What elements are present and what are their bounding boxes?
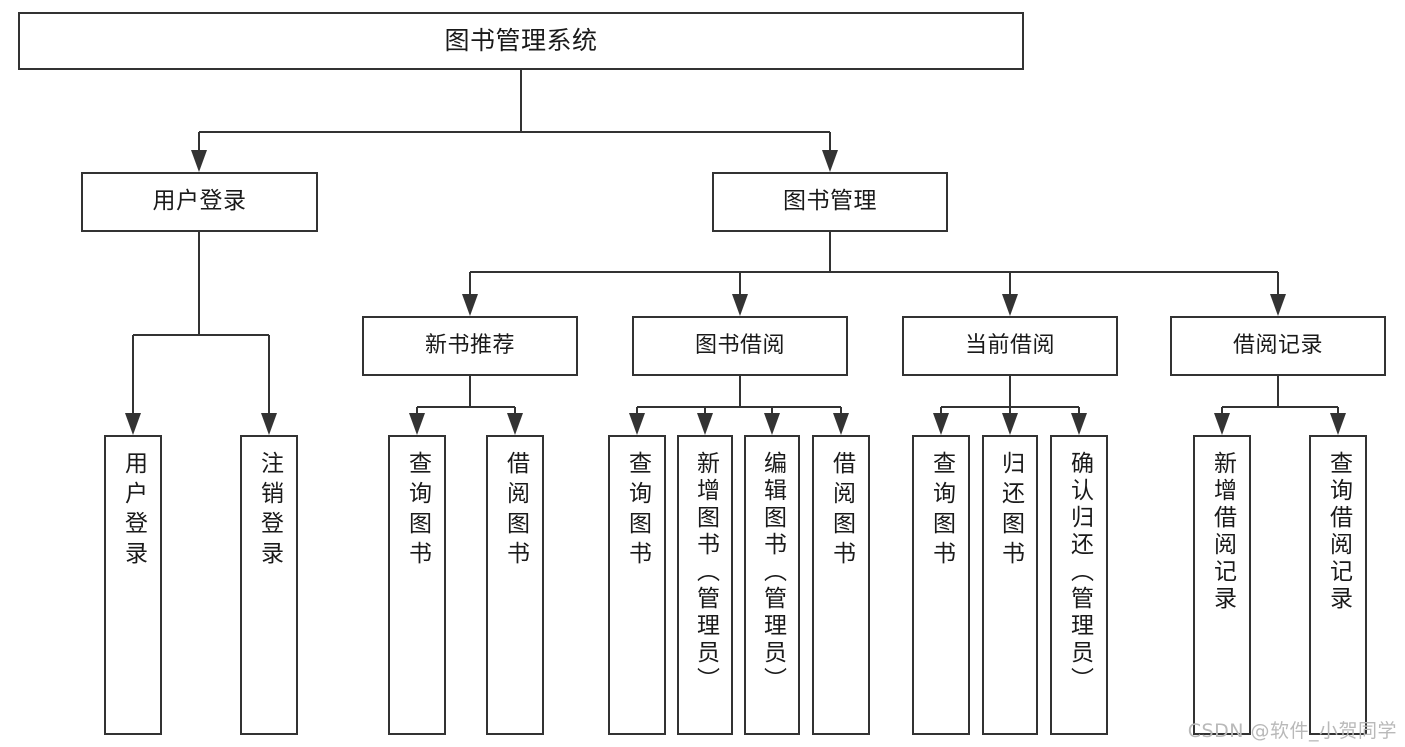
leaf-borrow-book[interactable]: 借阅图书 bbox=[812, 435, 870, 735]
node-root-book-management-system[interactable]: 图书管理系统 bbox=[18, 12, 1024, 70]
node-label: 确认归还（管理员） bbox=[1066, 451, 1093, 694]
node-label: 当前借阅 bbox=[964, 333, 1055, 359]
node-label: 新增借阅记录 bbox=[1209, 451, 1236, 613]
node-current-borrow[interactable]: 当前借阅 bbox=[902, 316, 1118, 376]
node-label: 图书借阅 bbox=[694, 333, 785, 359]
node-label: 图书管理系统 bbox=[444, 26, 598, 56]
node-new-book-recommend[interactable]: 新书推荐 bbox=[362, 316, 578, 376]
leaf-user-login[interactable]: 用户登录 bbox=[104, 435, 162, 735]
leaf-edit-book-admin[interactable]: 编辑图书（管理员） bbox=[744, 435, 800, 735]
node-label: 查询借阅记录 bbox=[1325, 451, 1352, 613]
node-user-login[interactable]: 用户登录 bbox=[81, 172, 318, 232]
leaf-query-book-current[interactable]: 查询图书 bbox=[912, 435, 970, 735]
node-label: 新书推荐 bbox=[424, 333, 515, 359]
leaf-return-book[interactable]: 归还图书 bbox=[982, 435, 1038, 735]
node-borrow-record[interactable]: 借阅记录 bbox=[1170, 316, 1386, 376]
leaf-query-book-recommend[interactable]: 查询图书 bbox=[388, 435, 446, 735]
node-label: 查询图书 bbox=[624, 451, 651, 571]
node-label: 用户登录 bbox=[120, 451, 147, 571]
node-label: 新增图书（管理员） bbox=[692, 451, 719, 694]
node-book-borrow[interactable]: 图书借阅 bbox=[632, 316, 848, 376]
node-label: 图书管理 bbox=[783, 188, 877, 215]
leaf-add-book-admin[interactable]: 新增图书（管理员） bbox=[677, 435, 733, 735]
node-label: 编辑图书（管理员） bbox=[759, 451, 786, 694]
node-label: 注销登录 bbox=[256, 451, 283, 571]
leaf-query-borrow-record[interactable]: 查询借阅记录 bbox=[1309, 435, 1367, 735]
node-label: 用户登录 bbox=[152, 188, 247, 215]
node-label: 查询图书 bbox=[404, 451, 431, 571]
node-book-management[interactable]: 图书管理 bbox=[712, 172, 948, 232]
leaf-confirm-return-admin[interactable]: 确认归还（管理员） bbox=[1050, 435, 1108, 735]
node-label: 查询图书 bbox=[928, 451, 955, 571]
leaf-add-borrow-record[interactable]: 新增借阅记录 bbox=[1193, 435, 1251, 735]
leaf-borrow-book-recommend[interactable]: 借阅图书 bbox=[486, 435, 544, 735]
csdn-watermark: CSDN @软件_小贺同学 bbox=[1187, 720, 1397, 742]
leaf-user-logout[interactable]: 注销登录 bbox=[240, 435, 298, 735]
leaf-query-book-borrow[interactable]: 查询图书 bbox=[608, 435, 666, 735]
node-label: 借阅图书 bbox=[828, 451, 855, 571]
node-label: 借阅记录 bbox=[1232, 333, 1323, 359]
node-label: 借阅图书 bbox=[502, 451, 529, 571]
node-label: 归还图书 bbox=[997, 451, 1024, 571]
